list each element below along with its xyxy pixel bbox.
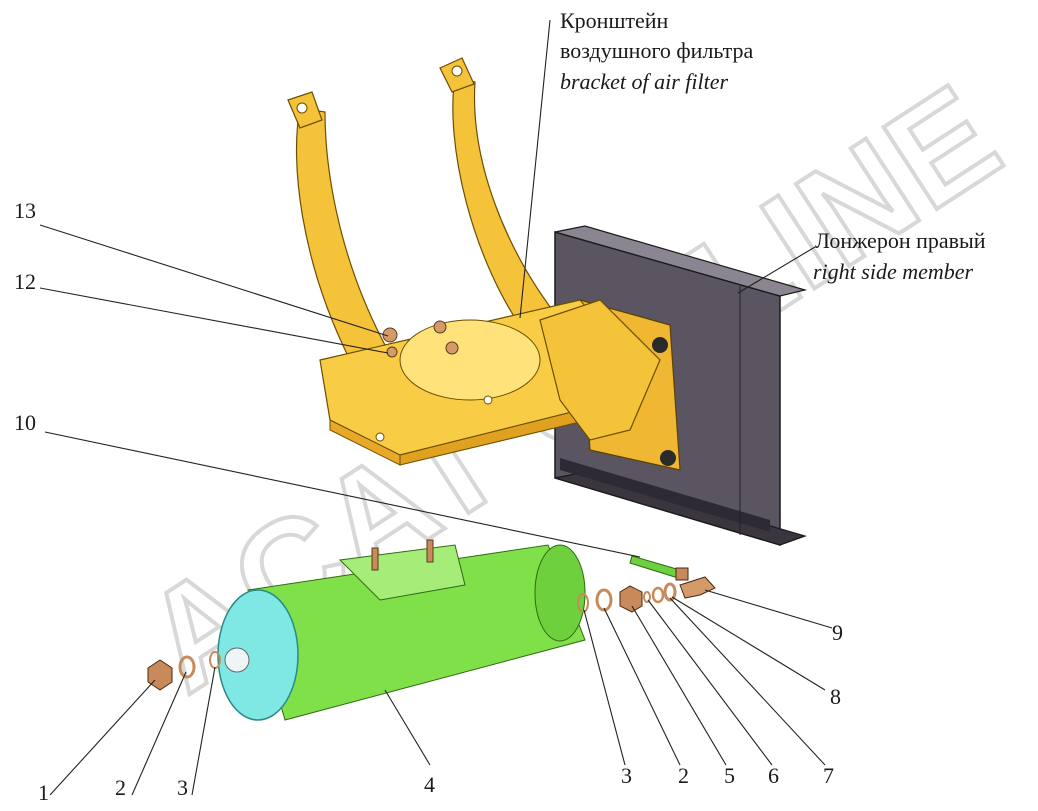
callout-10: 10: [14, 410, 36, 435]
air-filter-bracket: [287, 57, 661, 466]
right-fittings: [577, 555, 716, 613]
bracket-label-ru-line2: воздушного фильтра: [560, 38, 753, 63]
callout-4: 4: [424, 772, 435, 797]
callout-2-right: 2: [678, 763, 689, 788]
callout-3-right: 3: [621, 763, 632, 788]
callout-2-left: 2: [115, 775, 126, 800]
left-fittings: [147, 651, 221, 691]
leader-lines: [39, 19, 833, 796]
callout-9: 9: [832, 620, 843, 645]
callout-13: 13: [14, 198, 36, 223]
callout-1: 1: [38, 780, 49, 805]
member-label-en: right side member: [813, 259, 974, 284]
callout-7: 7: [823, 763, 834, 788]
bracket-label-ru-line1: Кронштейн: [560, 8, 669, 33]
bracket-label-en: bracket of air filter: [560, 69, 728, 94]
callout-3-left: 3: [177, 775, 188, 800]
callout-12: 12: [14, 269, 36, 294]
callout-8: 8: [830, 684, 841, 709]
air-receiver: [217, 539, 586, 721]
callout-5: 5: [724, 763, 735, 788]
callout-6: 6: [768, 763, 779, 788]
member-label-ru: Лонжерон правый: [815, 228, 986, 253]
